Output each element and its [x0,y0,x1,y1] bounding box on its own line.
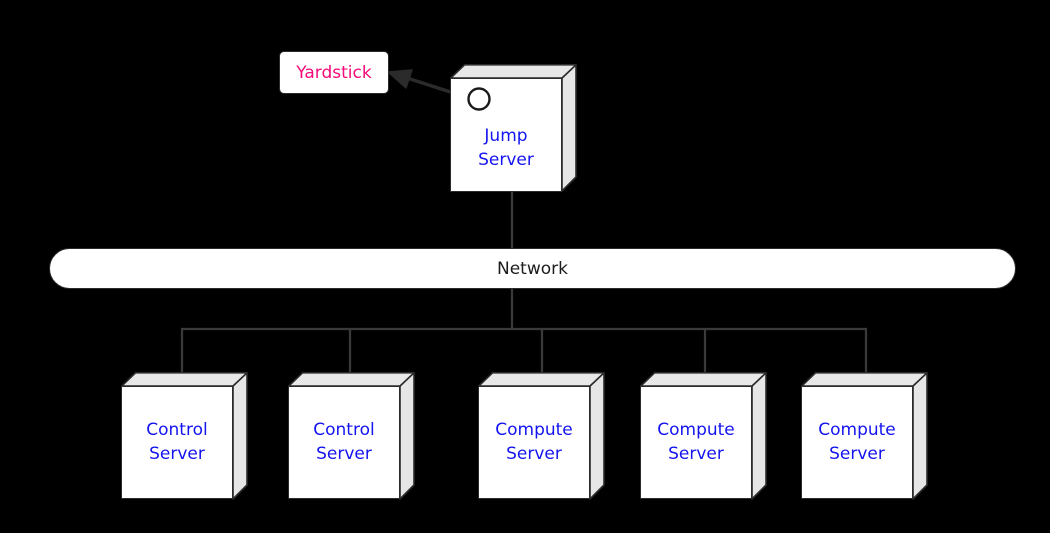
node-3d-shading [478,372,605,500]
node-3d-shading [288,372,415,500]
node-3d-shading [121,372,248,500]
network-bus[interactable]: Network [49,248,1016,289]
circle-port-icon [467,87,491,111]
node-3d-shading [640,372,767,500]
node-face [121,386,233,499]
arrowhead-icon [387,69,413,89]
yardstick-label: Yardstick [296,62,372,83]
node-face [801,386,913,499]
node-face [640,386,752,499]
network-label: Network [497,258,568,279]
node-face [288,386,400,499]
node-face [478,386,590,499]
yardstick-callout[interactable]: Yardstick [279,51,389,94]
node-3d-shading [801,372,928,500]
